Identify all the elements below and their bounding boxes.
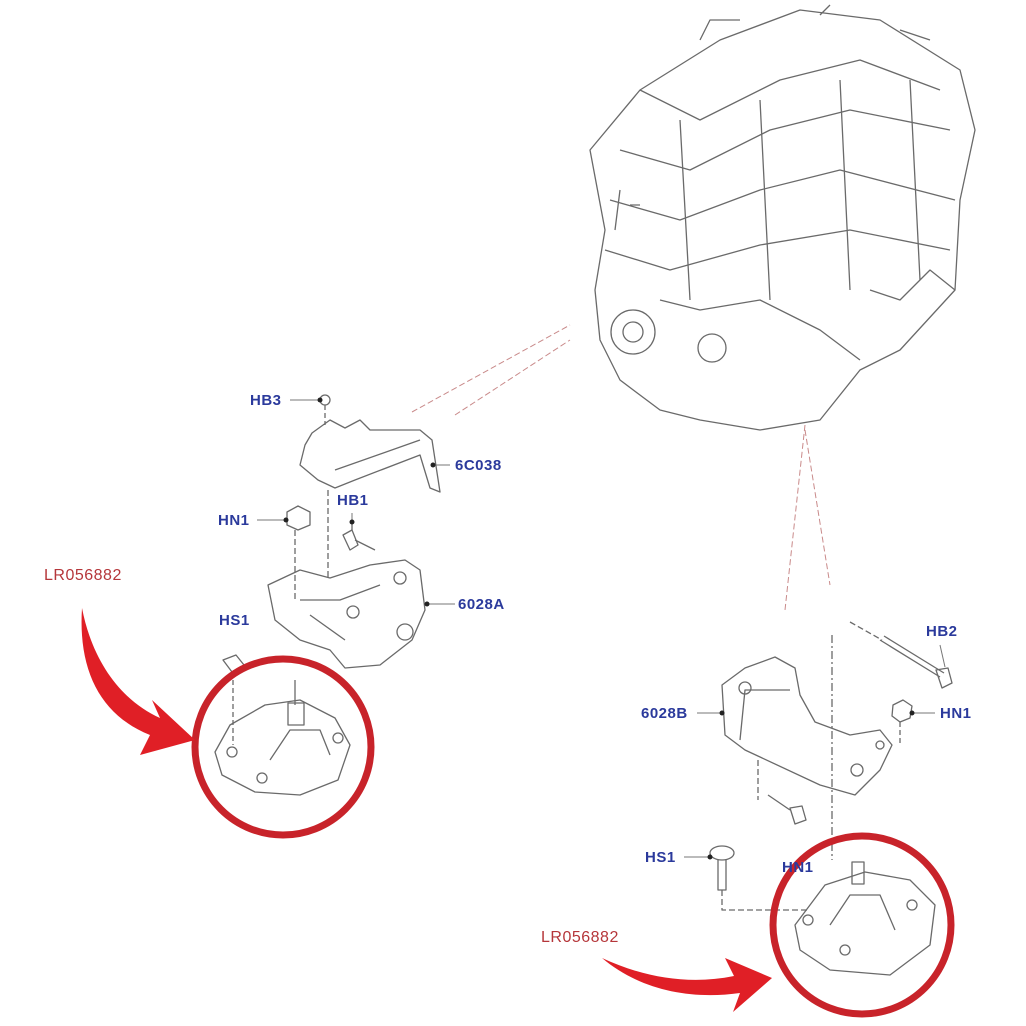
part-number-right: LR056882 [541, 929, 619, 946]
bracket-6028b [721, 656, 893, 796]
red-arrows [81, 608, 772, 1012]
callout-hb3: HB3 [250, 392, 282, 409]
bracket-6028a [267, 559, 426, 669]
arrow-left-icon [81, 608, 195, 755]
engine-block-drawing [589, 4, 976, 431]
callout-hb2: HB2 [926, 623, 958, 640]
callout-6c038: 6C038 [455, 457, 502, 474]
part-number-left: LR056882 [44, 567, 122, 584]
callout-hn1-left: HN1 [218, 512, 250, 529]
callout-hs1-right: HS1 [645, 849, 676, 866]
callout-hs1-left: HS1 [219, 612, 250, 629]
callout-hb1: HB1 [337, 492, 369, 509]
callout-6028b: 6028B [641, 705, 688, 722]
callout-hn1-right: HN1 [940, 705, 972, 722]
highlight-circle-left [191, 655, 375, 839]
highlight-circle-right [769, 832, 955, 1018]
engine-mount-left [214, 680, 351, 796]
arrow-right-icon [602, 958, 772, 1012]
engine-mount-right [794, 861, 936, 976]
callout-hn1-bottom: HN1 [782, 859, 814, 876]
callout-6028a: 6028A [458, 596, 505, 613]
heat-shield-6c038 [299, 419, 441, 493]
guide-lines [411, 324, 831, 611]
